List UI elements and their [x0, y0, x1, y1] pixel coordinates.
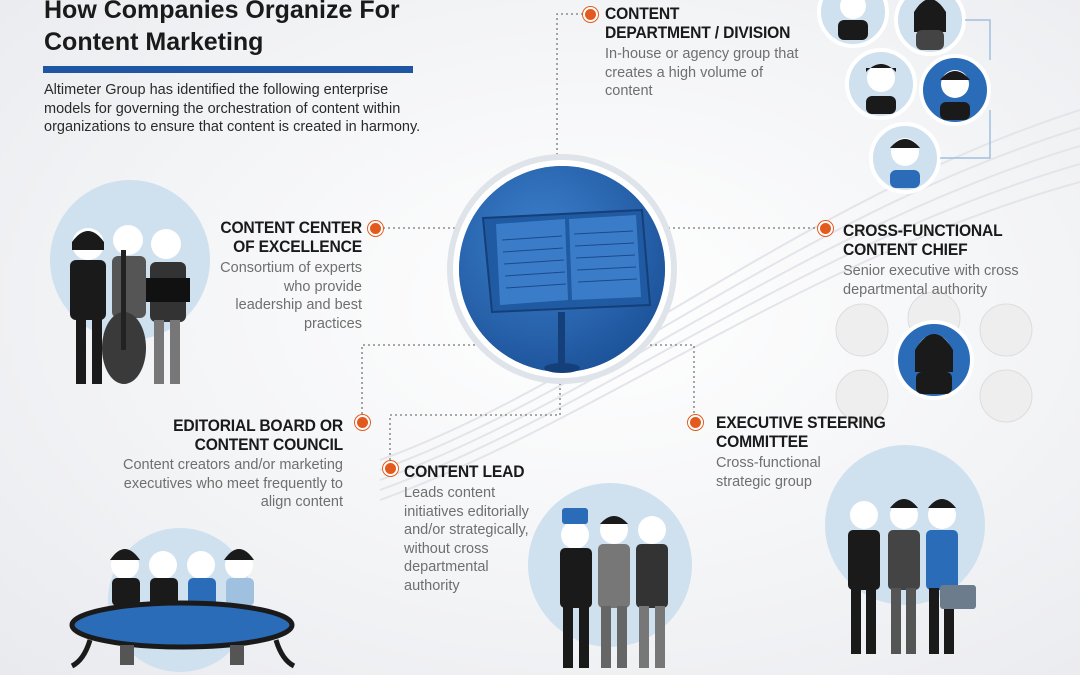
steering-title-line2: COMMITTEE: [716, 432, 809, 451]
department-block: CONTENT DEPARTMENT / DIVISION In-house o…: [605, 4, 815, 101]
cross-functional-desc: Senior executive with cross departmental…: [843, 263, 1019, 298]
content-lead-desc: Leads content initiatives editorially an…: [404, 485, 529, 594]
steering-committee-illustration: [825, 445, 985, 654]
connector-dot: [368, 221, 383, 236]
center-excellence-title-line2: OF EXCELLENCE: [233, 237, 362, 256]
steering-desc: Cross-functional strategic group: [716, 455, 821, 490]
center-excellence-desc: Consortium of experts who provide leader…: [220, 260, 362, 332]
connector-dot: [355, 415, 370, 430]
department-title-line1: CONTENT: [605, 4, 680, 23]
department-title-line2: DEPARTMENT / DIVISION: [605, 23, 791, 42]
staff-lines: [379, 109, 1080, 501]
page-title: How Companies Organize For Content Marke…: [44, 0, 400, 56]
cross-functional-title-line2: CONTENT CHIEF: [843, 240, 968, 259]
center-excellence-title-line1: CONTENT CENTER: [220, 218, 362, 237]
music-stand-icon: [447, 154, 677, 384]
steering-title-line1: EXECUTIVE STEERING: [716, 413, 886, 432]
content-lead-illustration: [528, 483, 692, 668]
cross-functional-block: CROSS-FUNCTIONAL CONTENT CHIEF Senior ex…: [843, 221, 1048, 299]
department-desc: In-house or agency group that creates a …: [605, 46, 799, 99]
connector-dot: [583, 7, 598, 22]
steering-block: EXECUTIVE STEERING COMMITTEE Cross-funct…: [716, 413, 906, 491]
connector-dot: [688, 415, 703, 430]
connector-lines: [361, 13, 823, 466]
cross-functional-illustration: [835, 291, 1033, 423]
center-excellence-block: CONTENT CENTER OF EXCELLENCE Consortium …: [200, 218, 362, 333]
editorial-board-title-line2: CONTENT COUNCIL: [194, 435, 344, 454]
title-underline: [43, 66, 413, 73]
content-lead-block: CONTENT LEAD Leads content initiatives e…: [404, 462, 534, 595]
center-excellence-illustration: [50, 180, 210, 384]
editorial-board-title-line1: EDITORIAL BOARD OR: [173, 416, 343, 435]
connector-dot: [818, 221, 833, 236]
cross-functional-title-line1: CROSS-FUNCTIONAL: [843, 221, 1003, 240]
connector-dot: [383, 461, 398, 476]
department-illustration: [817, 0, 991, 194]
editorial-board-desc: Content creators and/or marketing execut…: [122, 457, 343, 510]
content-lead-title: CONTENT LEAD: [404, 462, 525, 481]
intro-text: Altimeter Group has identified the follo…: [44, 82, 421, 135]
editorial-board-illustration: [69, 528, 296, 672]
editorial-board-block: EDITORIAL BOARD OR CONTENT COUNCIL Conte…: [90, 416, 343, 512]
